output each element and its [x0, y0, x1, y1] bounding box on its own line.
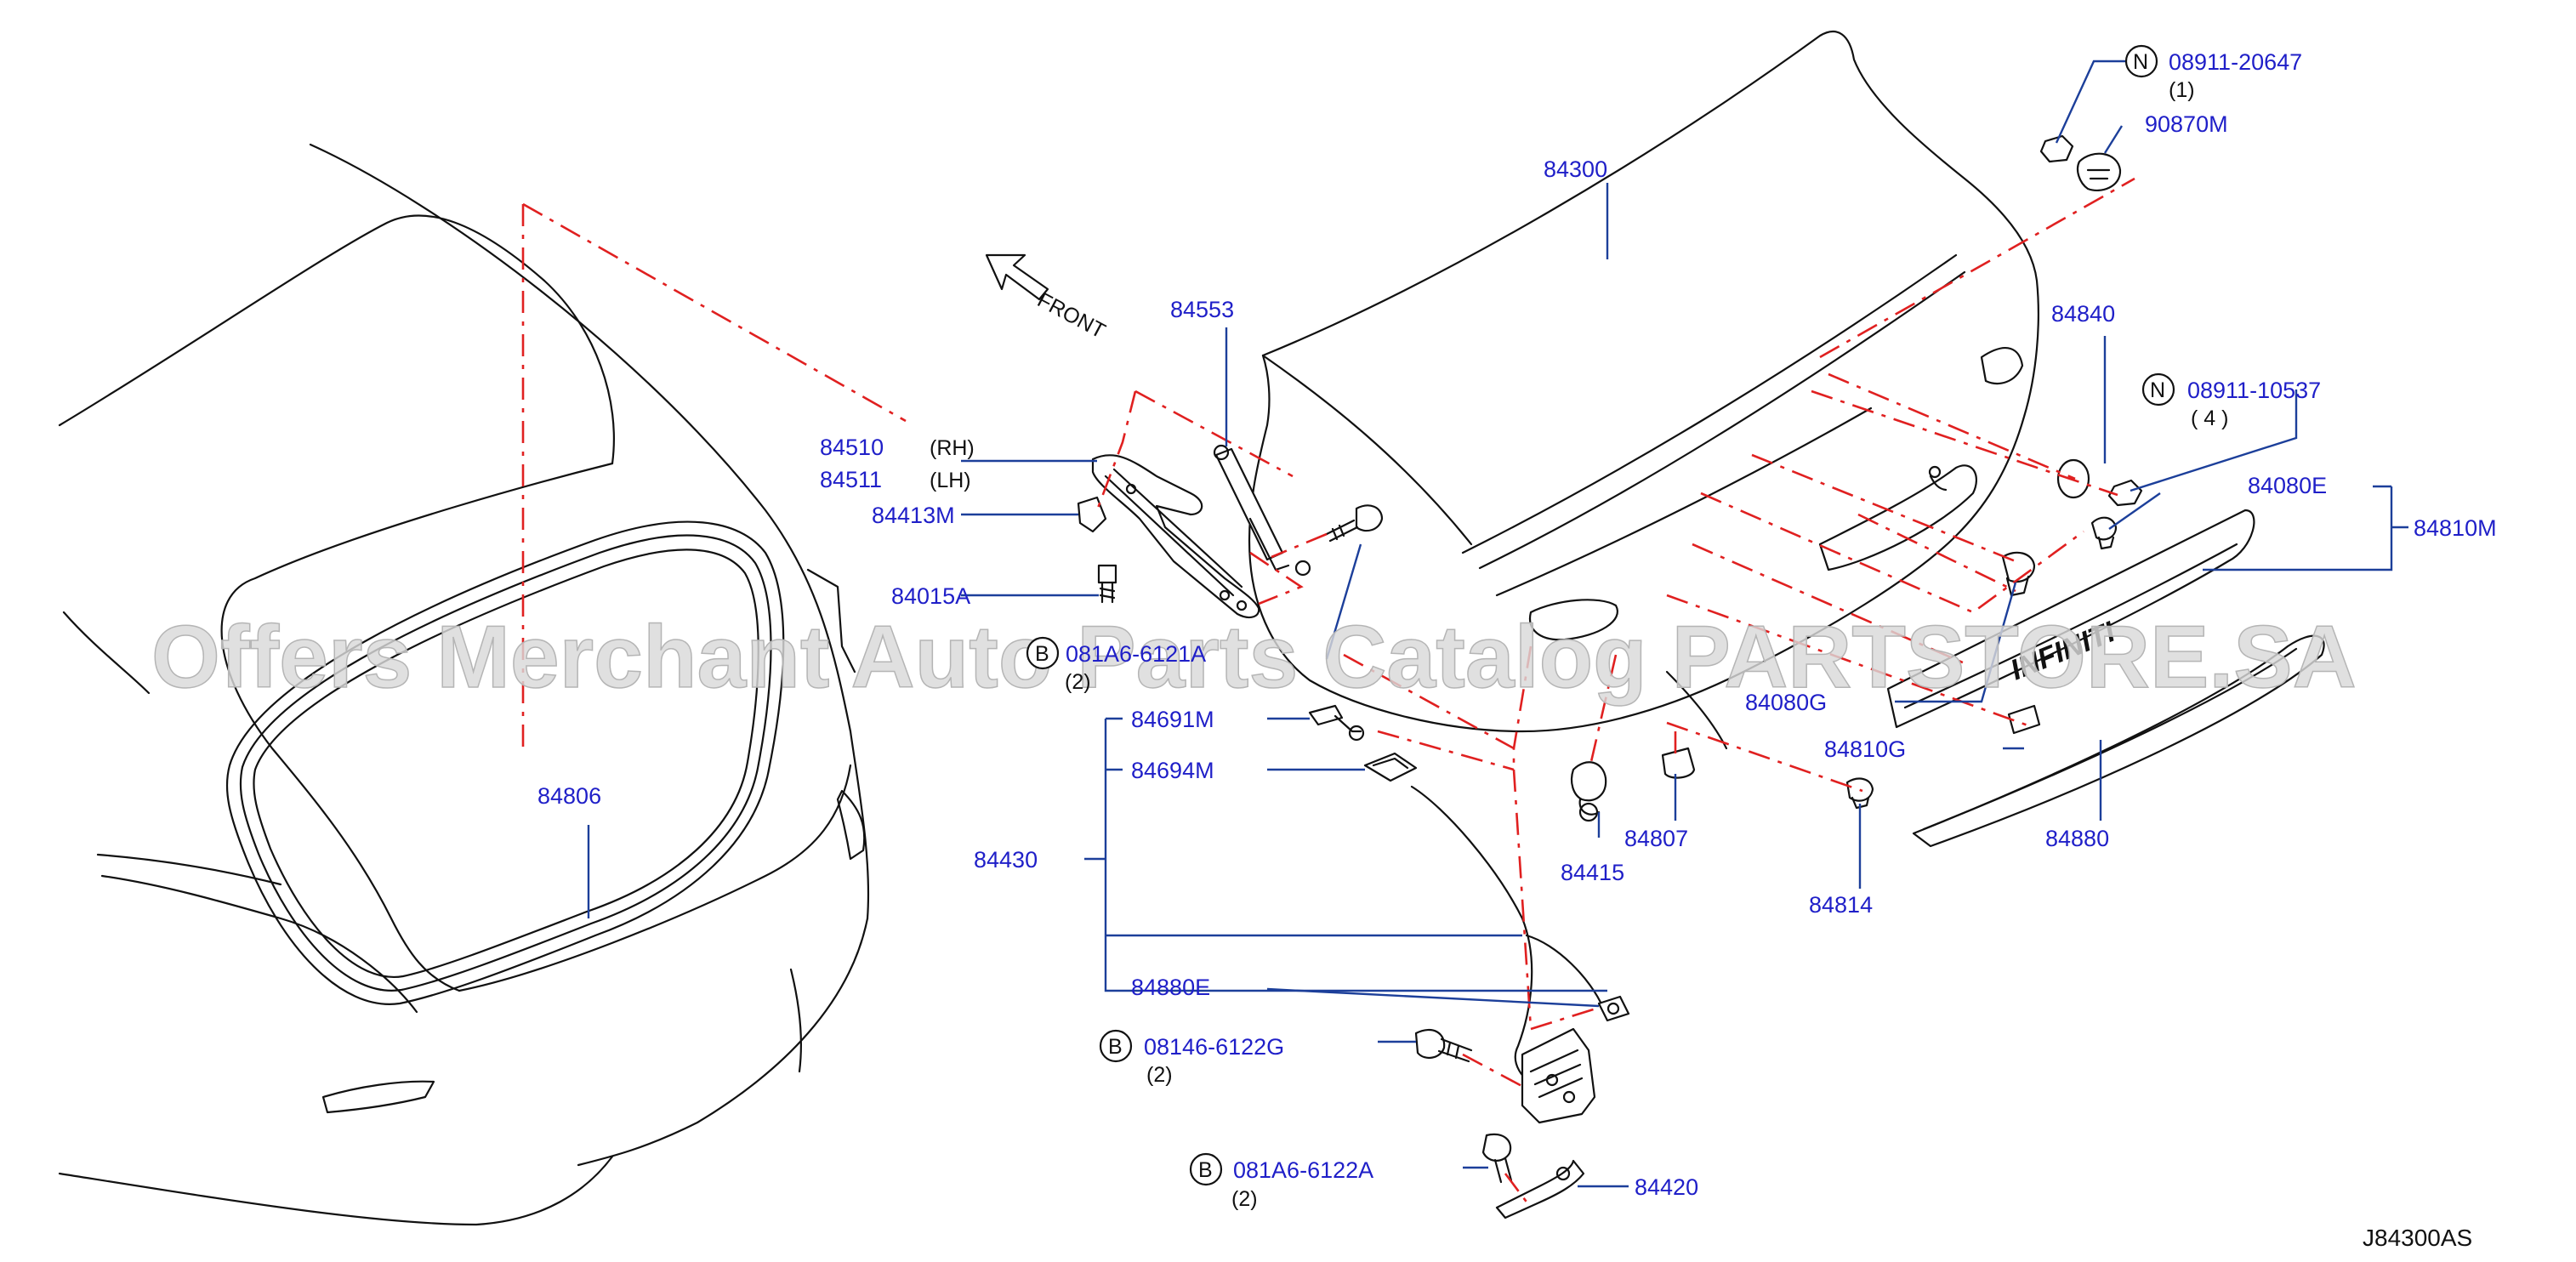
label-08911-20647-qty: (1) — [2169, 78, 2195, 102]
label-84413M[interactable]: 84413M — [872, 503, 955, 528]
label-84880E[interactable]: 84880E — [1131, 975, 1210, 1000]
label-08146-6122G-qty: (2) — [1146, 1063, 1173, 1087]
label-90870M[interactable]: 90870M — [2145, 111, 2228, 137]
bolt-marker-top-letter: B — [1035, 642, 1049, 666]
nut-08911-10537 — [2107, 479, 2143, 507]
label-081A6-6122A-qty: (2) — [1231, 1187, 1258, 1211]
label-84810G[interactable]: 84810G — [1824, 736, 1906, 762]
cable-84430 — [1410, 785, 1605, 1090]
label-84511[interactable]: 84511 — [820, 467, 882, 492]
striker-84420 — [1495, 1159, 1585, 1219]
label-84415[interactable]: 84415 — [1561, 860, 1624, 885]
bolt-84015A — [1097, 564, 1117, 604]
key-cylinder-84691M — [1308, 704, 1365, 742]
label-84553[interactable]: 84553 — [1170, 297, 1234, 322]
label-84807[interactable]: 84807 — [1624, 826, 1688, 851]
front-direction-arrow: FRONT — [985, 253, 1109, 344]
label-84080E[interactable]: 84080E — [2248, 473, 2327, 498]
label-081A6-6121A[interactable]: 081A6-6121A — [1066, 641, 1206, 667]
clip-84880E — [1597, 995, 1630, 1022]
assembly-reference-lines — [521, 177, 2135, 1208]
car-body-outline — [58, 143, 870, 1226]
trunk-lid-84300 — [1248, 31, 2039, 750]
label-84691M[interactable]: 84691M — [1131, 707, 1214, 732]
part-labels: 84300 84553 84510 (RH) 84511 (LH) 84413M… — [537, 44, 2497, 1251]
bumper-84807 — [1661, 747, 1696, 779]
trunk-lock-assembly — [1521, 1027, 1596, 1124]
label-08911-10537-qty: ( 4 ) — [2191, 406, 2228, 430]
label-84015A[interactable]: 84015A — [891, 583, 970, 609]
leader-lines — [587, 60, 2408, 1188]
clip-84080E — [2090, 516, 2118, 550]
bolt-marker-mid-letter: B — [1108, 1035, 1123, 1059]
bolt-08146 — [1414, 1028, 1473, 1063]
label-84840[interactable]: 84840 — [2051, 301, 2115, 327]
clip-84814 — [1845, 777, 1874, 810]
label-84300[interactable]: 84300 — [1544, 156, 1607, 182]
nut-marker-upper-letter: N — [2133, 50, 2148, 74]
label-84080G[interactable]: 84080G — [1745, 690, 1827, 715]
watermark-text: Offers Merchant Auto Parts Catalog PARTS… — [151, 608, 2357, 707]
label-08911-20647[interactable]: 08911-20647 — [2169, 49, 2302, 75]
label-84430[interactable]: 84430 — [974, 847, 1038, 873]
label-081A6-6122A[interactable]: 081A6-6122A — [1233, 1157, 1373, 1183]
label-84511-side: (LH) — [930, 469, 971, 492]
bolt-marker-top — [1026, 636, 1060, 670]
label-08146-6122G[interactable]: 08146-6122G — [1144, 1034, 1284, 1060]
bolt-marker-mid — [1099, 1029, 1133, 1063]
trunk-weatherstrip-seal — [225, 520, 785, 1005]
label-84510[interactable]: 84510 — [820, 435, 884, 460]
bolt-081A6-bottom — [1481, 1133, 1513, 1184]
bolt-081A6-top — [1325, 504, 1384, 543]
label-081A6-6121A-qty: (2) — [1065, 670, 1091, 694]
bolt-marker-bottom-letter: B — [1198, 1158, 1213, 1182]
label-84810M[interactable]: 84810M — [2414, 515, 2497, 541]
nut-marker-lower — [2141, 372, 2175, 406]
nut-marker-lower-letter: N — [2150, 378, 2165, 402]
label-84806[interactable]: 84806 — [537, 783, 601, 809]
emblem-90870M — [2076, 152, 2122, 192]
trunk-hinge-84510 — [1091, 454, 1260, 619]
bumper-84415 — [1570, 761, 1607, 822]
label-84420[interactable]: 84420 — [1635, 1174, 1698, 1200]
grommet-84810G — [2007, 704, 2041, 735]
diagram-id: J84300AS — [2363, 1225, 2472, 1251]
label-08911-10537[interactable]: 08911-10537 — [2187, 378, 2321, 403]
label-84880[interactable]: 84880 — [2045, 826, 2109, 851]
label-84814[interactable]: 84814 — [1809, 892, 1873, 918]
nut-marker-upper — [2124, 44, 2158, 78]
bolt-marker-bottom — [1189, 1152, 1223, 1186]
front-label: FRONT — [1033, 288, 1109, 344]
nut-08911-20647 — [2039, 134, 2074, 163]
hinge-bracket-84413M — [1077, 496, 1107, 533]
switch-84694M — [1363, 752, 1418, 782]
label-84510-side: (RH) — [930, 436, 975, 460]
label-84694M[interactable]: 84694M — [1131, 758, 1214, 783]
